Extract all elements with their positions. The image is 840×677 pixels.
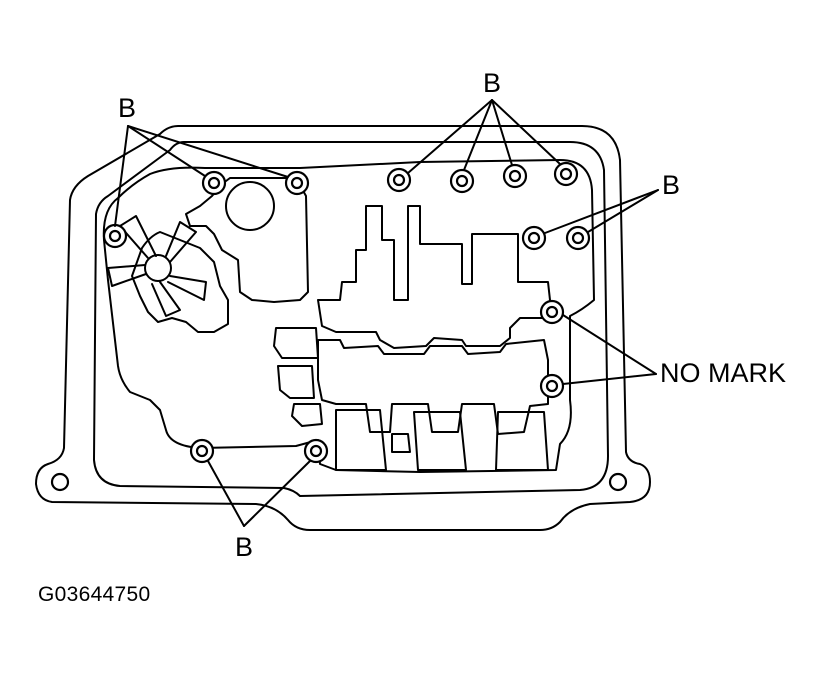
detent-hub [144, 254, 172, 282]
bolt-label-b-bottom: B [235, 532, 254, 562]
bolt-label-no-mark: NO MARK [660, 358, 787, 388]
valve-channel-lower [317, 339, 549, 435]
detent-spoke-1 [119, 215, 157, 259]
bottom-bore-4 [391, 433, 411, 453]
bolt-b-5 [449, 168, 475, 194]
left-cavity-lower [131, 231, 229, 333]
pan-outer-outline [35, 125, 651, 531]
bolt-b-4 [386, 167, 412, 193]
leader-lines-no-mark [562, 314, 657, 385]
left-cavity-upper [185, 177, 309, 303]
detent-spoke-5 [107, 264, 147, 287]
bolt-b-6 [502, 163, 528, 189]
bolt-label-b-top-left: B [118, 93, 137, 123]
bolt-b-2 [201, 170, 227, 196]
bolt-b-9 [565, 225, 591, 251]
leader-lines-b-bottom [207, 460, 311, 527]
leader-lines-b-right [544, 189, 659, 234]
valve-block-a [273, 327, 319, 359]
pan-hole-right [608, 472, 628, 492]
bolt-b-1 [102, 223, 128, 249]
bottom-bore-2 [413, 411, 467, 471]
leader-lines-b-top-left [114, 125, 289, 227]
valve-block-b [277, 365, 315, 399]
leader-lines-b-top-right [407, 99, 561, 174]
bolt-no-mark-1 [539, 299, 565, 325]
bolt-b-3 [284, 170, 310, 196]
detent-spoke-4 [151, 281, 181, 317]
valve-channel-upper [317, 205, 551, 349]
bolt-b-8 [521, 225, 547, 251]
figure-code: G03644750 [38, 583, 151, 606]
bolt-b-11 [303, 438, 329, 464]
pan-hole-left [50, 472, 70, 492]
valve-block-c [291, 403, 323, 427]
bolt-label-b-top-right: B [483, 68, 502, 98]
bottom-bore-3 [495, 411, 549, 471]
detent-spoke-3 [167, 275, 207, 301]
bolt-label-b-right: B [662, 170, 681, 200]
valve-body-plate [102, 159, 595, 473]
accumulator-bore [225, 181, 275, 231]
bolt-b-10 [189, 438, 215, 464]
bottom-bore-1 [335, 409, 387, 471]
bolt-no-mark-2 [539, 373, 565, 399]
detent-spoke-2 [165, 221, 197, 263]
bolt-b-7 [553, 161, 579, 187]
